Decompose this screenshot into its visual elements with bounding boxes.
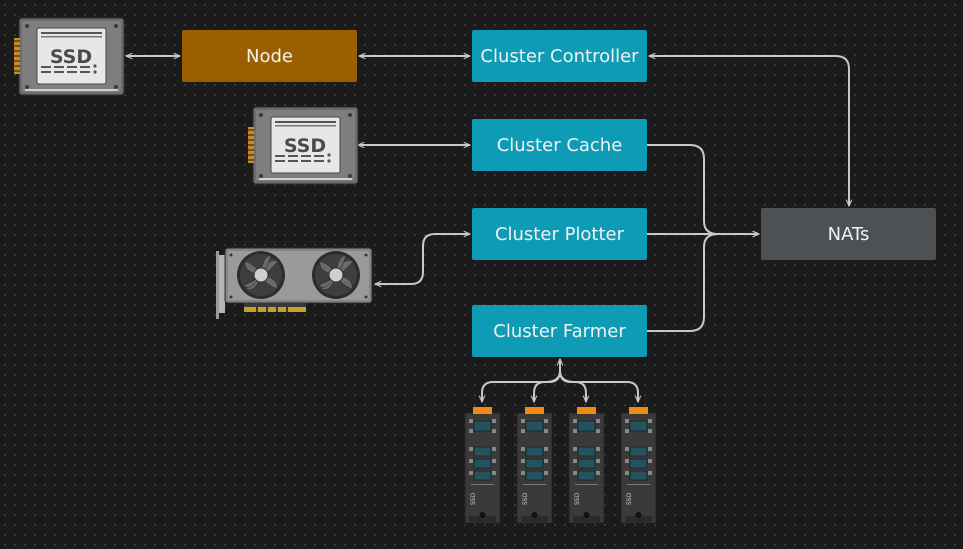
cluster-cache-box[interactable]: Cluster Cache (472, 119, 647, 171)
connector-gpu-plotter (375, 234, 470, 284)
nvme-drive-icon: SSD (620, 406, 657, 524)
ssd-label: SSD (284, 135, 326, 157)
connector-farmer-nats (647, 233, 719, 332)
nvme-label: SSD (470, 492, 477, 505)
cluster-plotter-box[interactable]: Cluster Plotter (472, 208, 647, 260)
nvme-drive-icon: SSD (568, 406, 605, 524)
gpu-card-icon (216, 247, 373, 319)
connectors (126, 56, 849, 402)
nats-box[interactable]: NATs (761, 208, 936, 260)
ssd-label: SSD (50, 46, 92, 68)
node-box[interactable]: Node (182, 30, 357, 82)
connector-farmer-drives (482, 359, 560, 402)
connector-controller-nats (649, 56, 849, 206)
ssd-drive-icon: SSD (13, 17, 125, 96)
nvme-label: SSD (522, 492, 529, 505)
ssd-drive-icon: SSD (247, 106, 359, 185)
nvme-drive-icon: SSD (516, 406, 553, 524)
connector-cache-nats (647, 144, 759, 234)
nvme-label: SSD (626, 492, 633, 505)
nvme-label: SSD (574, 492, 581, 505)
nvme-drive-icon: SSD (464, 406, 501, 524)
cluster-controller-box[interactable]: Cluster Controller (472, 30, 647, 82)
cluster-farmer-box[interactable]: Cluster Farmer (472, 305, 647, 357)
